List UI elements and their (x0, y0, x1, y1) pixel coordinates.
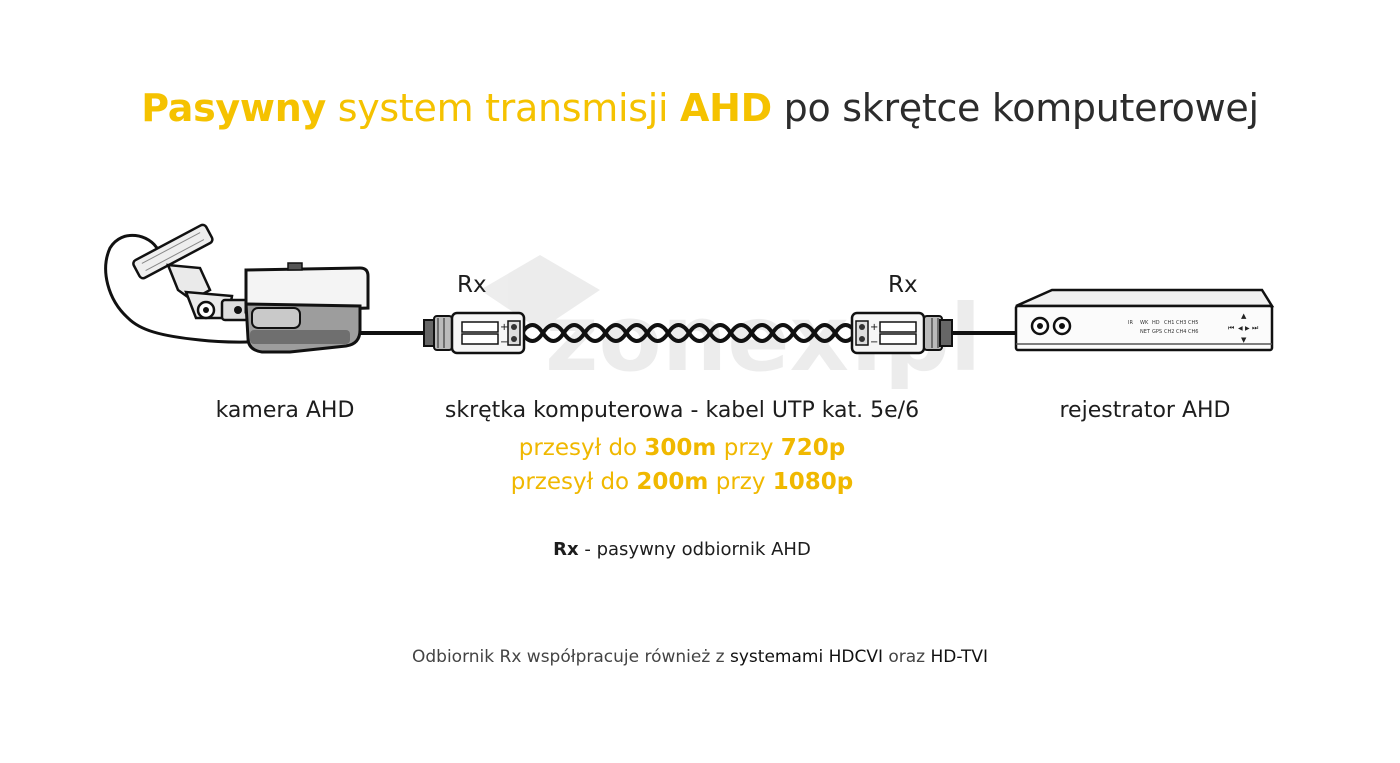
rx-label-right: Rx (888, 272, 918, 298)
rx-legend: Rx - pasywny odbiornik AHD (482, 539, 882, 560)
recorder-indicator-label: CH2 (1164, 329, 1174, 335)
transmission-distance: 200m (636, 469, 709, 495)
recorder-indicator-label: CH3 (1176, 320, 1186, 326)
balun-minus-sign-right: − (870, 337, 878, 348)
recorder-indicator-label: GPS (1152, 329, 1162, 335)
rec-ctrl-up-icon: ▲ (1241, 312, 1247, 320)
transmission-720p: przesył do 300m przy 720p (432, 435, 932, 461)
recorder-indicator-label: HD (1152, 320, 1160, 326)
rec-ctrl-prev-icon: ⏮ (1228, 324, 1234, 332)
transmission-distance: 300m (644, 435, 717, 461)
title-part-system: system transmisji (325, 86, 681, 130)
balun-plus-sign-left: + (500, 322, 508, 333)
rec-ctrl-next-icon: ⏭ (1252, 324, 1259, 332)
rx-balun-left: + − (423, 311, 526, 355)
recorder-indicator-label: CH6 (1188, 329, 1198, 335)
page-title: Pasywny system transmisji AHD po skrętce… (0, 86, 1400, 130)
legend-key: Rx (553, 539, 579, 560)
balun-minus-sign-left: − (500, 337, 508, 348)
rec-ctrl-back-icon: ◀ (1238, 325, 1243, 332)
compatibility-note: Odbiornik Rx współpracuje również z syst… (300, 647, 1100, 667)
transmission-text: przy (708, 469, 773, 495)
recorder-indicator-label: CH5 (1188, 320, 1198, 326)
transmission-resolution: 1080p (772, 469, 854, 495)
twisted-pair-cable (520, 323, 858, 343)
note-text: oraz (882, 647, 931, 667)
ahd-camera (104, 223, 370, 354)
rec-ctrl-play-icon: ▶ (1245, 325, 1250, 332)
recorder-indicator-label: WK (1140, 320, 1149, 326)
rx-balun-right: + − (850, 311, 953, 355)
title-part-ahd: AHD (680, 86, 772, 130)
recorder-indicator-label: CH4 (1176, 329, 1186, 335)
recorder-indicator-label: IR (1128, 320, 1133, 326)
note-highlight-hdtvi: HD-TVI (930, 647, 988, 667)
transmission-text: przesył do (518, 435, 645, 461)
legend-description: - pasywny odbiornik AHD (578, 539, 811, 560)
title-part-rest: po skrętce komputerowej (771, 86, 1259, 130)
transmission-1080p: przesył do 200m przy 1080p (432, 469, 932, 495)
recorder-indicator-label: NET (1140, 329, 1151, 335)
camera-label: kamera AHD (215, 398, 355, 423)
transmission-resolution: 720p (780, 435, 846, 461)
cable-label: skrętka komputerowa - kabel UTP kat. 5e/… (444, 398, 920, 423)
transmission-text: przy (716, 435, 781, 461)
transmission-text: przesył do (510, 469, 637, 495)
note-text: Odbiornik Rx współpracuje również z (411, 647, 731, 667)
recorder-label: rejestrator AHD (1059, 398, 1231, 423)
rec-ctrl-down-icon: ▼ (1241, 336, 1247, 344)
note-highlight-hdcvi: systemami HDCVI (730, 647, 883, 667)
title-part-pasywny: Pasywny (141, 86, 326, 130)
recorder-indicator-label: CH1 (1164, 320, 1174, 326)
rx-label-left: Rx (457, 272, 487, 298)
balun-plus-sign-right: + (870, 322, 878, 333)
